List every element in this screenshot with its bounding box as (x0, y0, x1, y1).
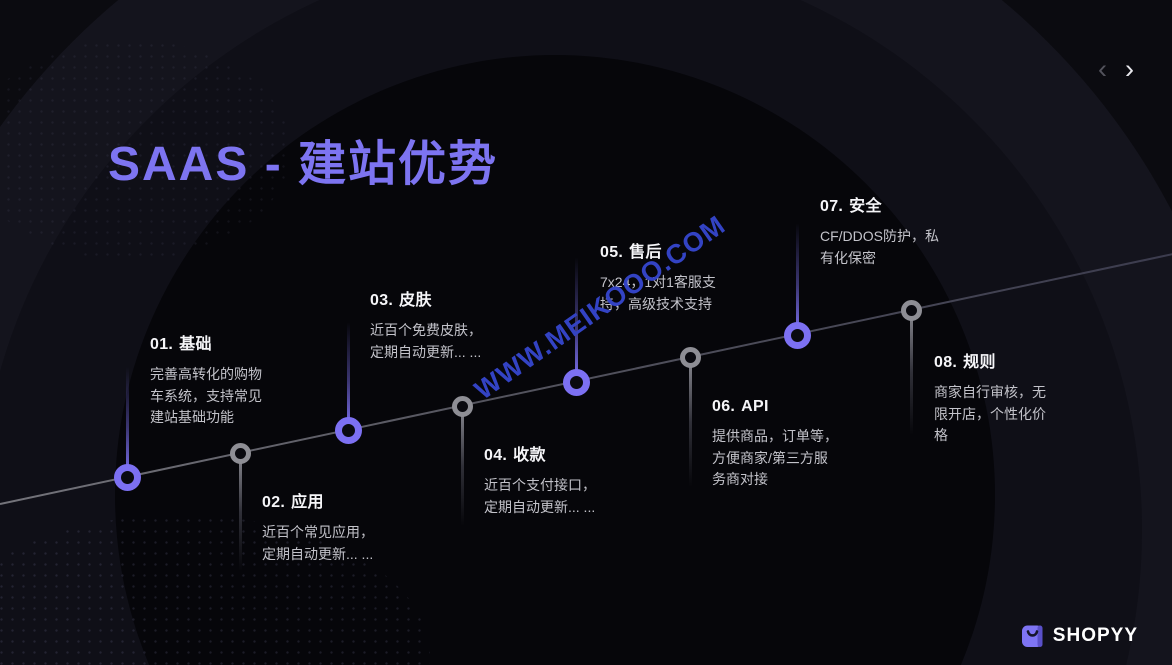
item-description: 近百个免费皮肤， 定期自动更新... ... (370, 322, 482, 360)
timeline-stem-02 (238, 453, 242, 571)
item-label: 安全 (849, 198, 882, 215)
item-number: 08. (934, 354, 958, 371)
item-number: 01. (150, 336, 174, 353)
item-heading: 05. 售后 (600, 238, 760, 262)
item-label: 售后 (629, 244, 662, 261)
item-number: 03. (370, 292, 394, 309)
item-number: 02. (262, 494, 286, 511)
timeline-marker-03 (334, 416, 362, 444)
item-number: 04. (484, 447, 508, 464)
timeline-item-02: 02. 应用 近百个常见应用， 定期自动更新... ... (262, 488, 422, 565)
item-label: 收款 (513, 447, 546, 464)
item-description: 商家自行审核，无 限开店，个性化价 格 (934, 384, 1046, 444)
timeline-stem-03 (346, 322, 350, 430)
item-label: 规则 (963, 354, 996, 371)
item-label: 皮肤 (399, 292, 432, 309)
item-heading: 07. 安全 (820, 192, 980, 216)
timeline-item-05: 05. 售后 7x24，1对1客服支 持，高级技术支持 (600, 238, 760, 315)
timeline-marker-04 (451, 395, 473, 417)
item-label: 基础 (179, 336, 212, 353)
timeline-marker-01 (113, 463, 141, 491)
timeline-stem-01 (125, 367, 129, 477)
item-description: 近百个支付接口， 定期自动更新... ... (484, 477, 596, 515)
timeline-item-04: 04. 收款 近百个支付接口， 定期自动更新... ... (484, 441, 644, 518)
item-description: 提供商品，订单等， 方便商家/第三方服 务商对接 (712, 428, 838, 488)
item-heading: 06. API (712, 398, 872, 416)
timeline-item-08: 08. 规则 商家自行审核，无 限开店，个性化价 格 (934, 348, 1094, 447)
timeline-item-03: 03. 皮肤 近百个免费皮肤， 定期自动更新... ... (370, 286, 530, 363)
timeline-stem-07 (795, 223, 799, 335)
timeline-item-07: 07. 安全 CF/DDOS防护，私 有化保密 (820, 192, 980, 269)
brand-name: SHOPYY (1052, 625, 1138, 646)
timeline-marker-08 (900, 299, 922, 321)
timeline-item-01: 01. 基础 完善高转化的购物 车系统，支持常见 建站基础功能 (150, 330, 310, 429)
timeline-marker-07 (783, 321, 811, 349)
item-heading: 08. 规则 (934, 348, 1094, 372)
item-description: 近百个常见应用， 定期自动更新... ... (262, 524, 374, 562)
timeline-item-06: 06. API 提供商品，订单等， 方便商家/第三方服 务商对接 (712, 398, 872, 491)
slide-navigation: ‹ › (1098, 56, 1134, 83)
item-description: 完善高转化的购物 车系统，支持常见 建站基础功能 (150, 366, 262, 426)
item-heading: 03. 皮肤 (370, 286, 530, 310)
timeline-marker-06 (679, 346, 701, 368)
timeline-stem-06 (688, 357, 692, 487)
next-slide-icon[interactable]: › (1125, 54, 1134, 84)
item-number: 07. (820, 198, 844, 215)
item-label: 应用 (291, 494, 324, 511)
timeline-stem-08 (909, 310, 913, 435)
item-description: CF/DDOS防护，私 有化保密 (820, 228, 939, 266)
item-heading: 04. 收款 (484, 441, 644, 465)
item-heading: 01. 基础 (150, 330, 310, 354)
item-number: 06. (712, 398, 736, 415)
item-number: 05. (600, 244, 624, 261)
shopping-bag-icon (1021, 625, 1043, 647)
prev-slide-icon[interactable]: ‹ (1098, 54, 1107, 84)
timeline-stem-04 (460, 406, 464, 526)
item-description: 7x24，1对1客服支 持，高级技术支持 (600, 274, 716, 312)
brand-logo: SHOPYY (1021, 623, 1138, 649)
timeline-stem-05 (574, 257, 578, 382)
item-label: API (741, 398, 769, 415)
timeline-marker-05 (562, 368, 590, 396)
timeline-marker-02 (229, 442, 251, 464)
page-title: SAAS - 建站优势 (108, 138, 499, 192)
item-heading: 02. 应用 (262, 488, 422, 512)
